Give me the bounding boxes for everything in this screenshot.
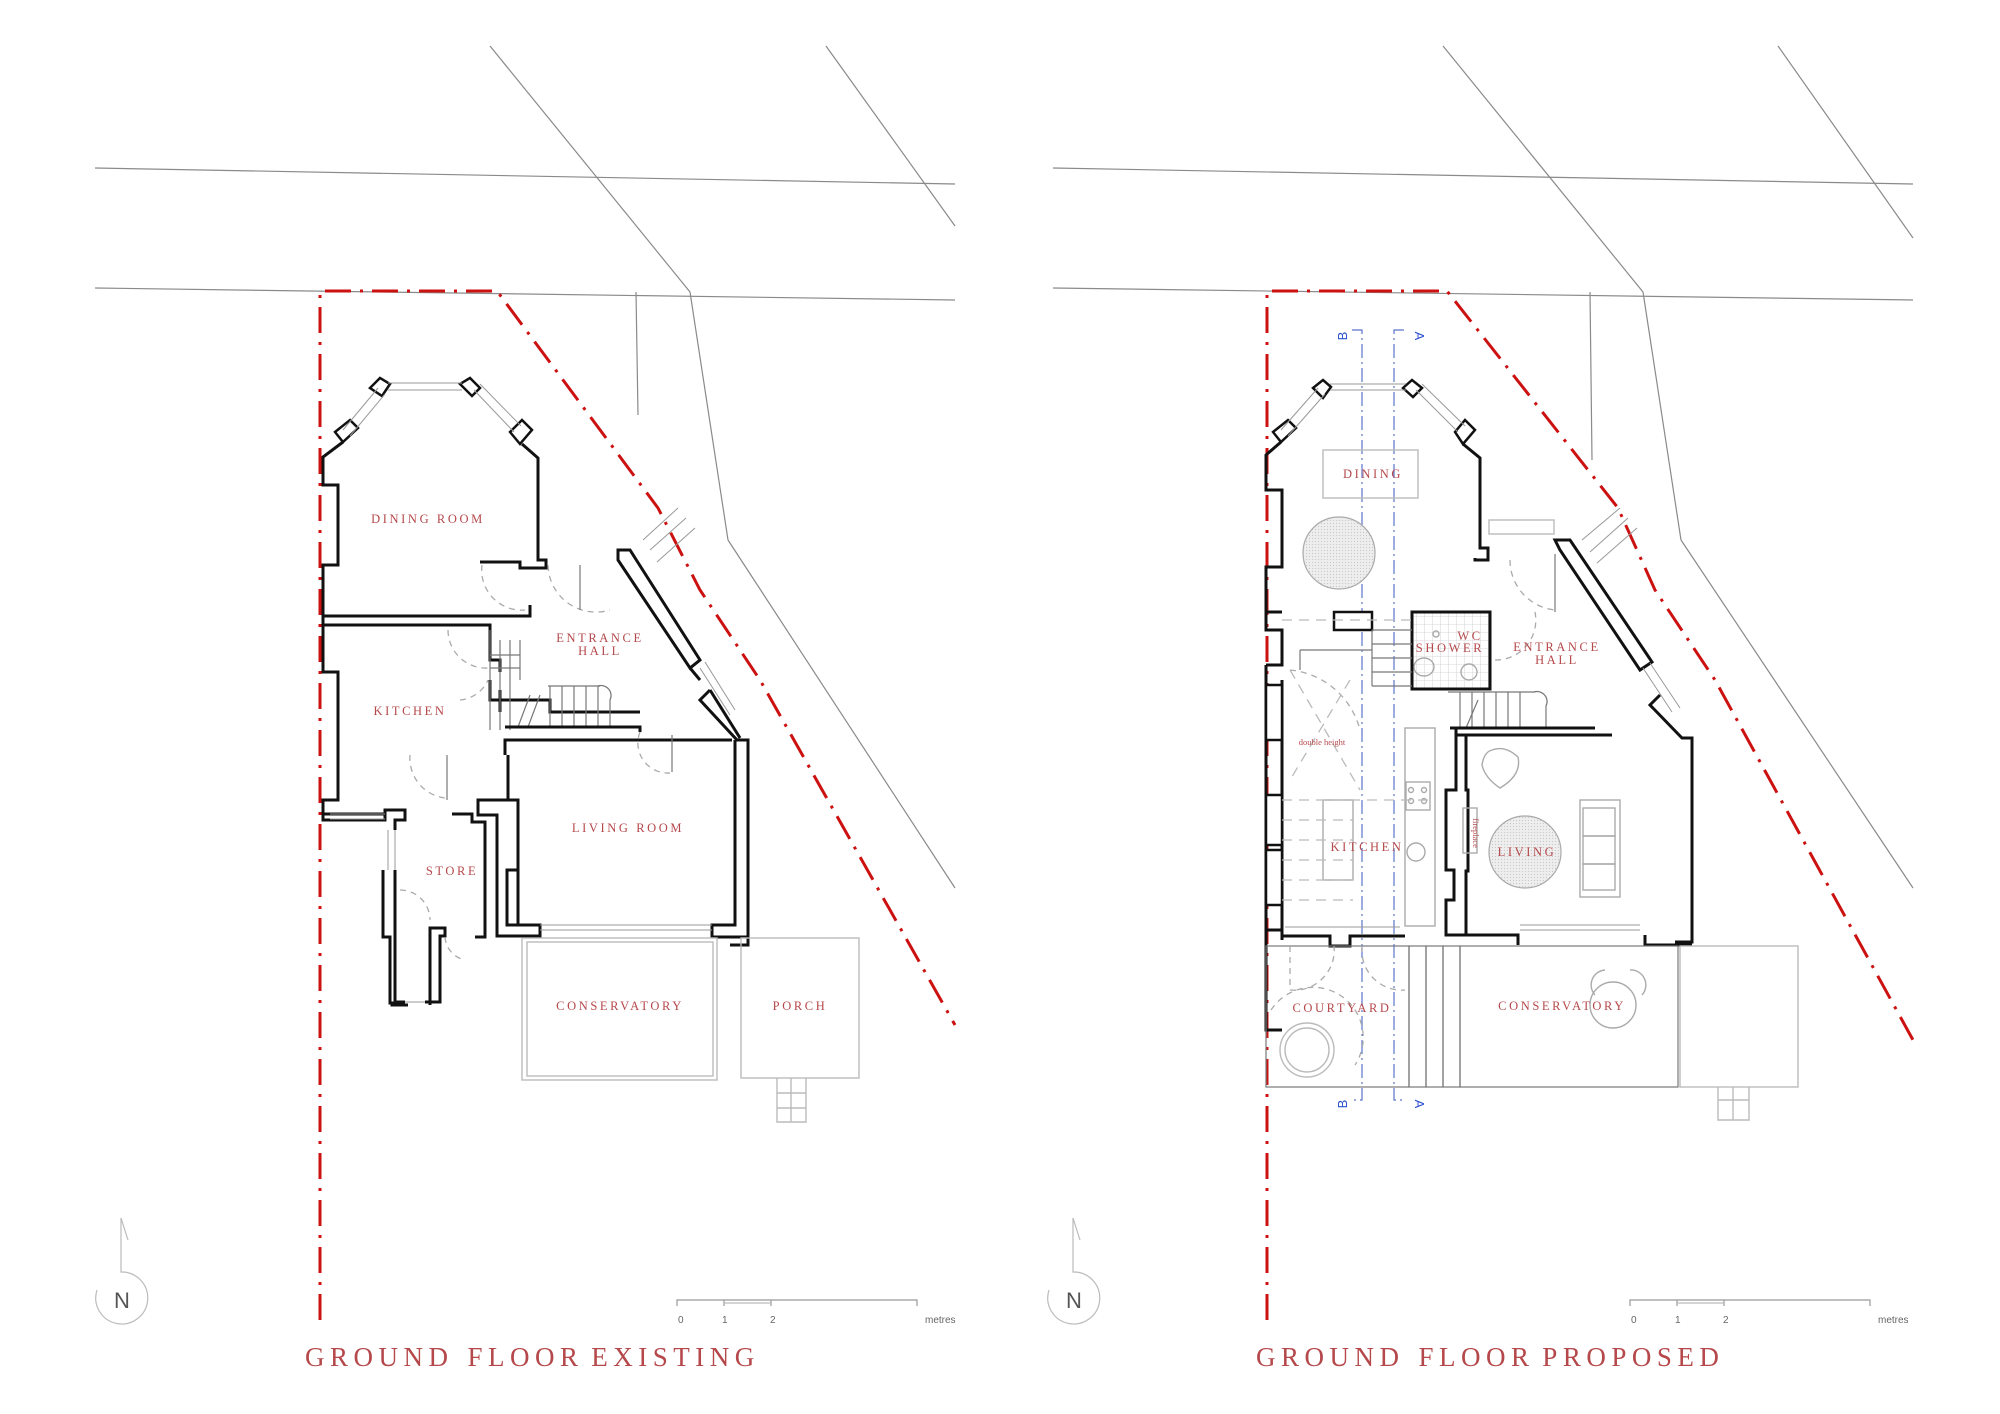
scale-unit: metres (1878, 1315, 1909, 1326)
staircase (1299, 629, 1595, 730)
room-label-courtyard: COURTYARD (1292, 1001, 1391, 1015)
title-word: FLOOR (1418, 1342, 1535, 1372)
scale-tick-2: 2 (1723, 1315, 1729, 1326)
site-boundary-line (1265, 289, 1915, 1320)
north-arrow-icon: N (1047, 1217, 1101, 1325)
scale-tick-1: 1 (1675, 1315, 1681, 1326)
north-arrow-icon: N (95, 1217, 149, 1325)
existing-walls (321, 440, 860, 1123)
title-word: EXISTING (591, 1342, 760, 1372)
room-label-entrance-hall-line2: HALL (1535, 653, 1579, 667)
title-word: GROUND (305, 1342, 454, 1372)
drawing-title-proposed: GROUND FLOOR PROPOSED (1256, 1342, 1724, 1373)
room-label-living-room: LIVING ROOM (572, 821, 684, 835)
section-lines: B A B A (1335, 329, 1427, 1109)
room-label-kitchen: KITCHEN (1330, 840, 1403, 854)
site-context-lines (1052, 45, 1914, 889)
title-word: GROUND (1256, 1342, 1405, 1372)
section-marker-b-bottom: B (1335, 1100, 1350, 1109)
staircase (489, 630, 642, 732)
scale-tick-0: 0 (1631, 1315, 1637, 1326)
north-label: N (114, 1288, 130, 1313)
note-fireplace: fireplace (1471, 818, 1481, 848)
scale-tick-2: 2 (770, 1315, 776, 1326)
room-label-kitchen: KITCHEN (373, 704, 446, 718)
site-boundary-line (318, 289, 957, 1320)
note-double-height: double height (1299, 737, 1346, 747)
room-label-conservatory: CONSERVATORY (1498, 999, 1626, 1013)
room-label-wc: WC (1457, 629, 1482, 643)
scale-tick-0: 0 (678, 1315, 684, 1326)
scale-bar: 0 1 2 metres (676, 1299, 956, 1326)
dining-bay-window (333, 376, 534, 446)
room-label-store: STORE (426, 864, 478, 878)
proposed-walls (1264, 440, 1799, 1121)
room-label-dining: DINING (1343, 467, 1403, 481)
room-label-dining-room: DINING ROOM (371, 512, 485, 526)
scale-unit: metres (925, 1315, 956, 1326)
section-marker-b-top: B (1335, 332, 1350, 341)
section-marker-a-top: A (1412, 332, 1427, 341)
proposed-plan: B A B A (1047, 45, 1915, 1326)
dining-rug (1302, 516, 1376, 590)
proposed-room-labels: DINING WC SHOWER ENTRANCE HALL double he… (1292, 449, 1626, 1015)
section-marker-a-bottom: A (1412, 1100, 1427, 1109)
site-context-lines (94, 45, 956, 889)
title-word: PROPOSED (1542, 1342, 1725, 1372)
dining-bay-window (1271, 378, 1477, 447)
room-label-shower: SHOWER (1416, 641, 1484, 655)
dining-table (1322, 449, 1419, 499)
scale-bar: 0 1 2 metres (1629, 1299, 1909, 1326)
conservatory-porch (521, 937, 860, 1123)
existing-plan: DINING ROOM ENTRANCE HALL KITCHEN LIVING… (94, 45, 957, 1326)
drawing-title-existing: GROUND FLOOR EXISTING (305, 1342, 760, 1373)
room-label-conservatory: CONSERVATORY (556, 999, 684, 1013)
courtyard-conservatory (1265, 945, 1799, 1121)
room-label-entrance-hall-line2: HALL (578, 644, 622, 658)
scale-tick-1: 1 (722, 1315, 728, 1326)
title-word: FLOOR (467, 1342, 584, 1372)
room-label-entrance-hall: ENTRANCE (1513, 640, 1600, 654)
room-label-porch: PORCH (773, 999, 828, 1013)
existing-room-labels: DINING ROOM ENTRANCE HALL KITCHEN LIVING… (371, 512, 828, 1013)
north-label: N (1066, 1288, 1082, 1313)
room-label-living: LIVING (1498, 845, 1557, 859)
door-swings (399, 564, 673, 961)
room-label-entrance-hall: ENTRANCE (556, 631, 643, 645)
